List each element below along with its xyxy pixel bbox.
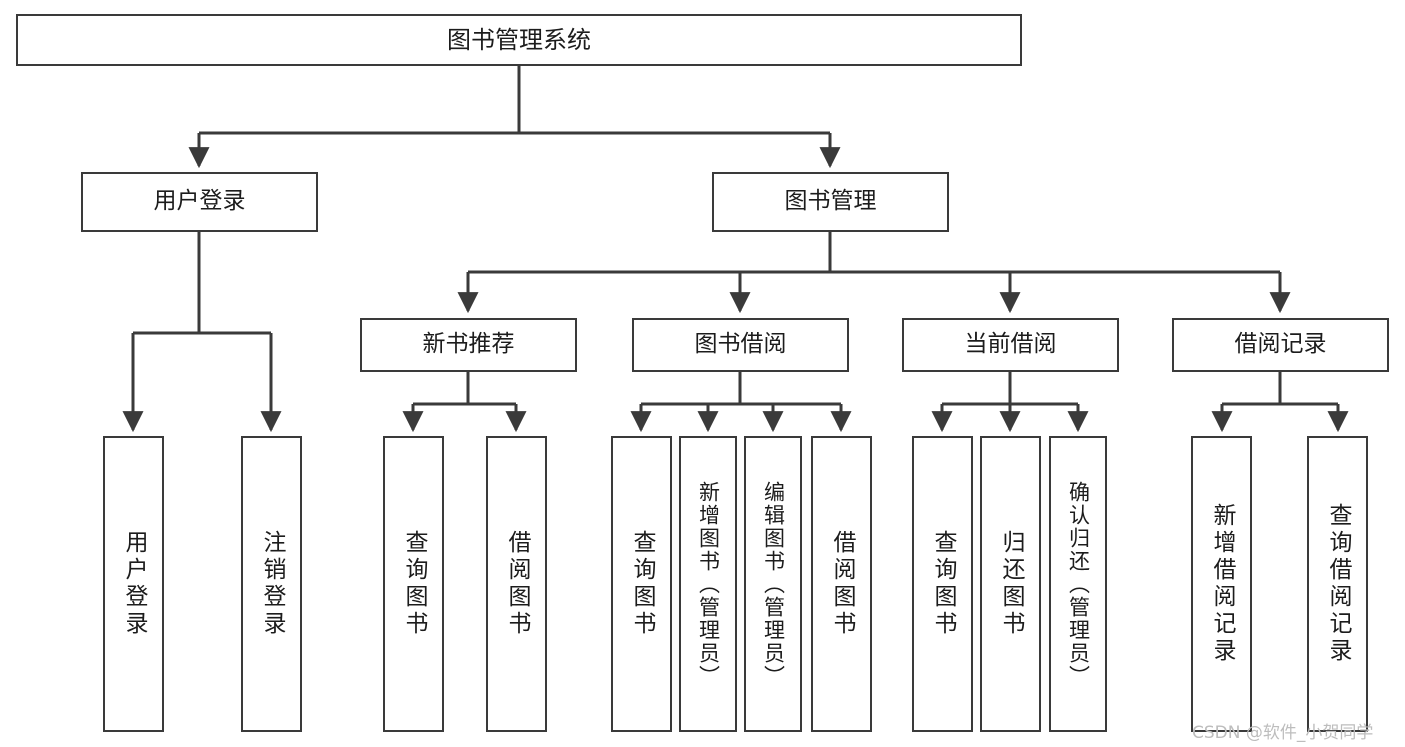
leaf-book-borrow-3[interactable]: 编辑图书（管理员） [744,436,802,732]
leaf-new-book-2[interactable]: 借阅图书 [486,436,547,732]
leaf-current-borrow-2-label: 归还图书 [998,530,1024,638]
leaf-borrow-record-1-label: 新增借阅记录 [1209,503,1235,665]
leaf-book-borrow-3-label: 编辑图书（管理员） [761,480,786,688]
leaf-user-login-2[interactable]: 注销登录 [241,436,302,732]
leaf-current-borrow-1-label: 查询图书 [930,530,956,638]
node-book-manage[interactable]: 图书管理 [712,172,949,232]
node-borrow-record[interactable]: 借阅记录 [1172,318,1389,372]
leaf-current-borrow-1[interactable]: 查询图书 [912,436,973,732]
leaf-user-login-2-label: 注销登录 [259,530,285,638]
leaf-user-login-1[interactable]: 用户登录 [103,436,164,732]
leaf-current-borrow-2[interactable]: 归还图书 [980,436,1041,732]
node-new-book-recommend-label: 新书推荐 [422,331,515,358]
leaf-borrow-record-2-label: 查询借阅记录 [1325,503,1351,665]
leaf-book-borrow-2[interactable]: 新增图书（管理员） [679,436,737,732]
node-book-borrow[interactable]: 图书借阅 [632,318,849,372]
leaf-current-borrow-3[interactable]: 确认归还（管理员） [1049,436,1107,732]
leaf-borrow-record-1[interactable]: 新增借阅记录 [1191,436,1252,732]
leaf-borrow-record-2[interactable]: 查询借阅记录 [1307,436,1368,732]
leaf-new-book-1[interactable]: 查询图书 [383,436,444,732]
node-book-borrow-label: 图书借阅 [694,331,787,358]
leaf-book-borrow-4[interactable]: 借阅图书 [811,436,872,732]
watermark: CSDN @软件_小贺同学 [1192,723,1374,743]
node-new-book-recommend[interactable]: 新书推荐 [360,318,577,372]
node-root[interactable]: 图书管理系统 [16,14,1022,66]
leaf-new-book-2-label: 借阅图书 [504,530,530,638]
leaf-current-borrow-3-label: 确认归还（管理员） [1066,480,1091,688]
leaf-user-login-1-label: 用户登录 [121,530,147,638]
node-user-login-label: 用户登录 [153,188,246,215]
node-borrow-record-label: 借阅记录 [1234,331,1327,358]
node-user-login[interactable]: 用户登录 [81,172,318,232]
node-book-manage-label: 图书管理 [784,188,877,215]
leaf-book-borrow-4-label: 借阅图书 [829,530,855,638]
leaf-book-borrow-1[interactable]: 查询图书 [611,436,672,732]
leaf-book-borrow-1-label: 查询图书 [629,530,655,638]
node-current-borrow[interactable]: 当前借阅 [902,318,1119,372]
node-root-label: 图书管理系统 [447,25,591,54]
node-current-borrow-label: 当前借阅 [964,331,1057,358]
leaf-new-book-1-label: 查询图书 [401,530,427,638]
leaf-book-borrow-2-label: 新增图书（管理员） [696,480,721,688]
